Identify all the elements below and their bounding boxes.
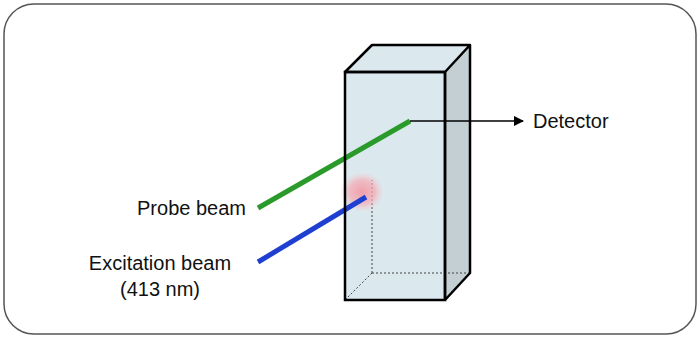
beam-label: Probe beam xyxy=(137,195,246,221)
detector-label: Detector xyxy=(533,108,609,134)
signal-arrow xyxy=(410,120,523,122)
beam-label: Excitation beam (413 nm) xyxy=(78,250,243,302)
probe-beam xyxy=(258,121,410,208)
cuvette-side xyxy=(445,45,470,300)
excitation-beam xyxy=(258,197,366,262)
cuvette-edge xyxy=(345,45,470,300)
frame xyxy=(4,4,696,334)
cuvette-front xyxy=(345,72,445,300)
